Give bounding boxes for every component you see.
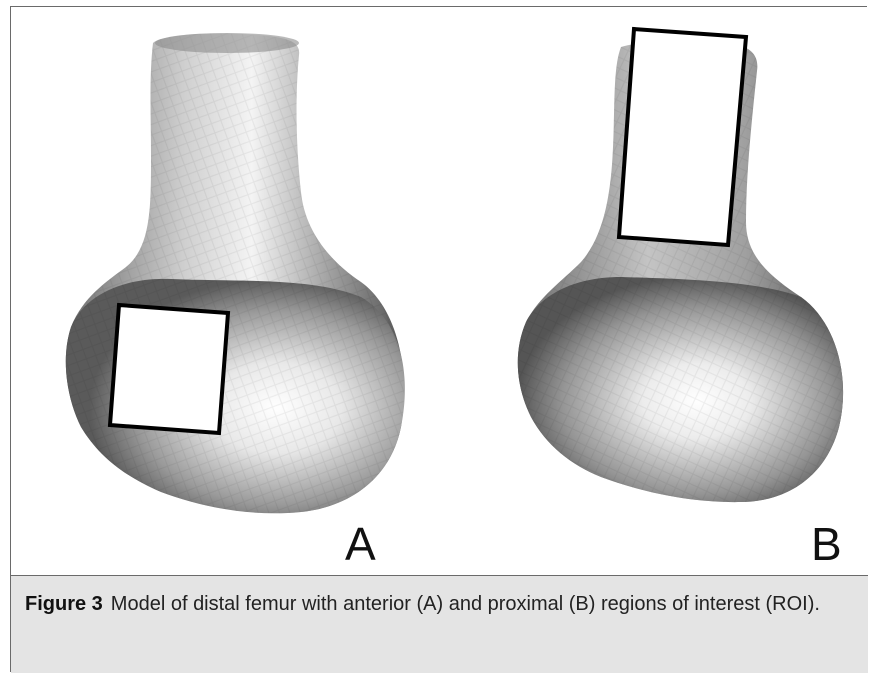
panel-b: B — [441, 7, 868, 575]
figure-number: Figure 3 — [25, 593, 103, 615]
caption-body: Model of distal femur with anterior (A) … — [111, 593, 820, 615]
figure-frame: A — [10, 6, 867, 672]
femur-model-a — [11, 7, 441, 575]
panel-label-b: B — [811, 521, 842, 567]
panel-label-a: A — [345, 521, 376, 567]
figure-image-area: A — [11, 7, 868, 575]
figure-caption: Figure 3 Model of distal femur with anter… — [11, 576, 868, 673]
roi-box-b — [619, 29, 746, 245]
panel-a: A — [11, 7, 441, 575]
femur-model-b — [441, 7, 868, 575]
caption-text-block: Figure 3 Model of distal femur with anter… — [25, 590, 855, 618]
roi-box-a — [110, 305, 228, 433]
